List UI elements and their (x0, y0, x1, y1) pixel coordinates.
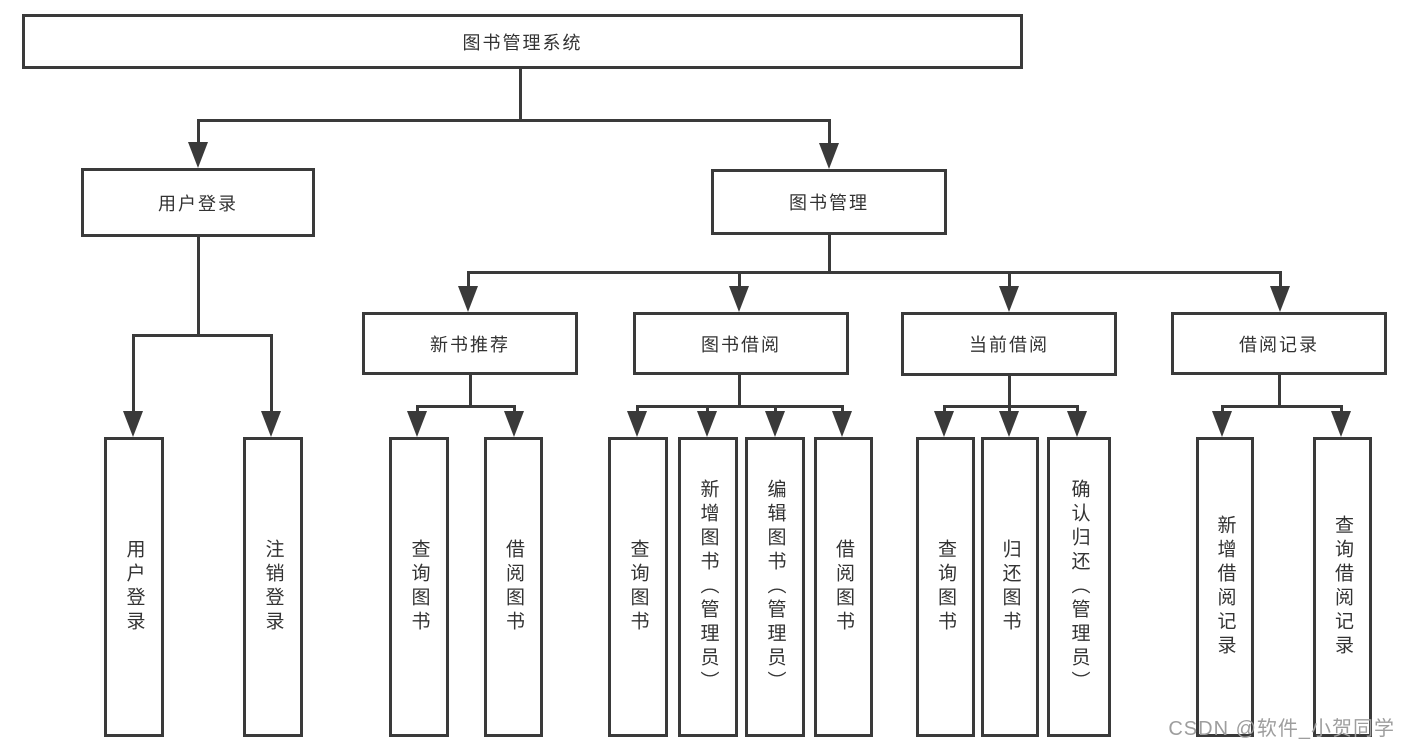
node-borrow-records: 借阅记录 (1171, 312, 1387, 375)
node-book-management: 图书管理 (711, 169, 947, 235)
leaf-query-books-3: 查询图书 (916, 437, 975, 737)
connector-line (513, 405, 516, 414)
arrowhead-icon (697, 411, 717, 437)
connector-line (467, 271, 1282, 274)
arrowhead-icon (123, 411, 143, 437)
leaf-borrow-books-2: 借阅图书 (814, 437, 873, 737)
arrowhead-icon (729, 286, 749, 312)
arrowhead-icon (261, 411, 281, 437)
connector-line (943, 405, 1079, 408)
arrowhead-icon (1067, 411, 1087, 437)
connector-line (1008, 405, 1011, 414)
node-new-book-recommend: 新书推荐 (362, 312, 578, 375)
connector-line (738, 374, 741, 408)
connector-line (416, 405, 419, 414)
csdn-watermark: CSDN @软件_小贺同学 (1168, 718, 1395, 740)
connector-line (706, 405, 709, 414)
connector-line (1278, 374, 1281, 408)
arrowhead-icon (458, 286, 478, 312)
arrowhead-icon (999, 411, 1019, 437)
arrowhead-icon (765, 411, 785, 437)
connector-line (519, 69, 522, 121)
arrowhead-icon (1331, 411, 1351, 437)
connector-line (1221, 405, 1224, 414)
connector-line (132, 334, 273, 337)
connector-line (197, 119, 200, 145)
connector-line (467, 271, 470, 287)
connector-line (416, 405, 516, 408)
arrowhead-icon (999, 286, 1019, 312)
connector-line (469, 374, 472, 408)
arrowhead-icon (407, 411, 427, 437)
node-user-login: 用户登录 (81, 168, 315, 237)
node-current-borrow: 当前借阅 (901, 312, 1117, 376)
connector-line (132, 334, 135, 412)
leaf-query-books-2: 查询图书 (608, 437, 668, 737)
leaf-user-login: 用户登录 (104, 437, 164, 737)
arrowhead-icon (627, 411, 647, 437)
connector-line (828, 234, 831, 274)
leaf-confirm-return-admin: 确认归还（管理员） (1047, 437, 1111, 737)
arrowhead-icon (832, 411, 852, 437)
leaf-add-borrow-record: 新增借阅记录 (1196, 437, 1254, 737)
leaf-query-books-1: 查询图书 (389, 437, 449, 737)
connector-line (1221, 405, 1343, 408)
arrowhead-icon (934, 411, 954, 437)
leaf-add-book-admin: 新增图书（管理员） (678, 437, 738, 737)
connector-line (197, 119, 831, 122)
connector-line (1008, 374, 1011, 408)
leaf-return-book: 归还图书 (981, 437, 1039, 737)
connector-line (1008, 271, 1011, 287)
connector-line (1076, 405, 1079, 414)
leaf-query-borrow-record: 查询借阅记录 (1313, 437, 1372, 737)
connector-line (738, 271, 741, 287)
connector-line (841, 405, 844, 414)
arrowhead-icon (1212, 411, 1232, 437)
leaf-logout: 注销登录 (243, 437, 303, 737)
connector-line (828, 119, 831, 147)
leaf-borrow-books-1: 借阅图书 (484, 437, 543, 737)
connector-line (774, 405, 777, 414)
connector-line (1340, 405, 1343, 414)
arrowhead-icon (504, 411, 524, 437)
connector-line (943, 405, 946, 414)
connector-line (197, 236, 200, 336)
arrowhead-icon (188, 142, 208, 168)
leaf-edit-book-admin: 编辑图书（管理员） (745, 437, 805, 737)
connector-line (636, 405, 639, 414)
connector-line (1279, 271, 1282, 287)
node-root-system: 图书管理系统 (22, 14, 1023, 69)
arrowhead-icon (1270, 286, 1290, 312)
connector-line (270, 334, 273, 412)
arrowhead-icon (819, 143, 839, 169)
node-book-borrow: 图书借阅 (633, 312, 849, 375)
connector-line (636, 405, 844, 408)
